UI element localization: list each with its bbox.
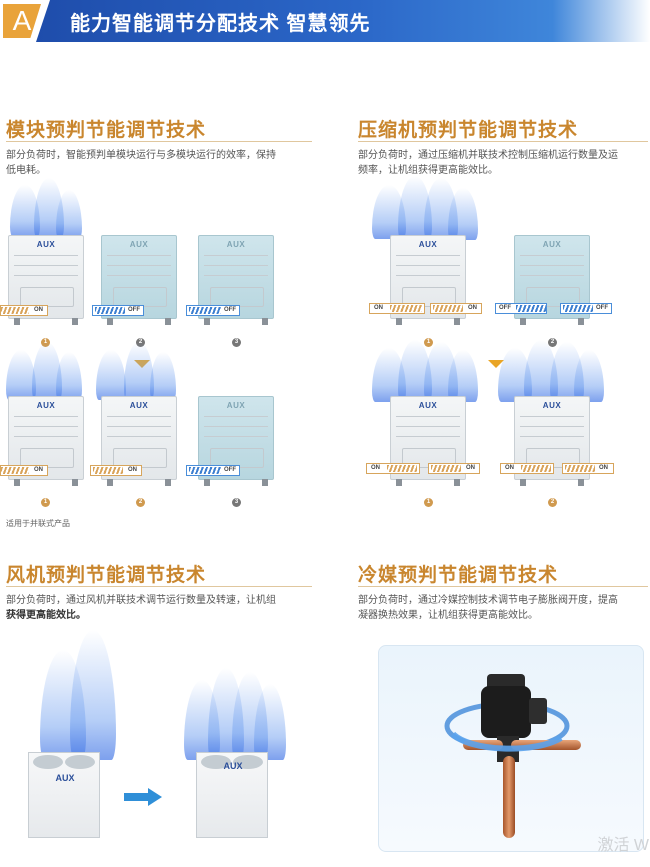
unit-number: 3 [232,498,241,507]
airflow-icon [70,630,116,760]
status-tag-off: OFF [186,305,240,316]
status-tag-off: OFF [495,303,547,314]
airflow-icon [150,352,176,400]
module-section-desc: 部分负荷时，智能预判单模块运行与多模块运行的效率，保持 低电耗。 [6,150,276,176]
activation-watermark: 激活 W [597,837,649,854]
refrigerant-section-rule [358,586,648,587]
status-tag-on: ON [369,303,425,314]
status-tag-off: OFF [92,305,144,316]
module-section-rule [6,141,312,142]
airflow-icon [56,352,82,400]
applicability-note: 适用于并联式产品 [6,519,70,528]
compressor-section-title: 压缩机预判节能调节技术 [358,120,579,141]
status-tag-on: ON [500,463,554,474]
unit-number: 3 [232,338,241,347]
status-tag-on: ON [0,465,48,476]
refrigerant-section-desc: 部分负荷时，通过冷媒控制技术调节电子膨胀阀开度，提高 凝器换热效果，让机组获得更… [358,595,618,621]
status-tag-off: OFF [560,303,612,314]
unit-number: 2 [136,498,145,507]
unit-number: 1 [41,498,50,507]
expansion-valve-icon [444,674,581,838]
status-tag-on: ON [366,463,420,474]
outdoor-unit-large: AUX [28,752,100,838]
page-title: 能力智能调节分配技术 智慧领先 [70,13,371,35]
fan-section-title: 风机预判节能调节技术 [6,565,207,586]
compressor-section-rule [358,141,648,142]
compressor-section-desc: 部分负荷时，通过压缩机并联技术控制压缩机运行数量及运 频率，让机组获得更高能效比… [358,150,618,176]
header-banner: A 能力智能调节分配技术 智慧领先 [0,0,650,42]
status-tag-on: ON [428,463,480,474]
fan-section-desc: 部分负荷时，通过风机并联技术调节运行数量及转速，让机组 获得更高能效比。 [6,595,276,621]
indicator-arrow-icon [488,360,504,368]
transition-arrow-icon [124,788,162,806]
module-section-title: 模块预判节能调节技术 [6,120,207,141]
badge-letter: A [12,5,32,36]
status-tag-on: ON [0,305,48,316]
unit-number: 1 [424,498,433,507]
outdoor-unit-large: AUX [196,752,268,838]
unit-number: 1 [424,338,433,347]
status-tag-on: ON [90,465,142,476]
status-tag-off: OFF [186,465,240,476]
unit-number: 2 [548,338,557,347]
refrigerant-section-title: 冷媒预判节能调节技术 [358,565,559,586]
unit-number: 2 [548,498,557,507]
fan-section-rule [6,586,312,587]
status-tag-on: ON [562,463,614,474]
airflow-icon [96,350,126,400]
status-tag-on: ON [430,303,482,314]
expansion-valve-illustration: 激活 W [378,645,649,854]
